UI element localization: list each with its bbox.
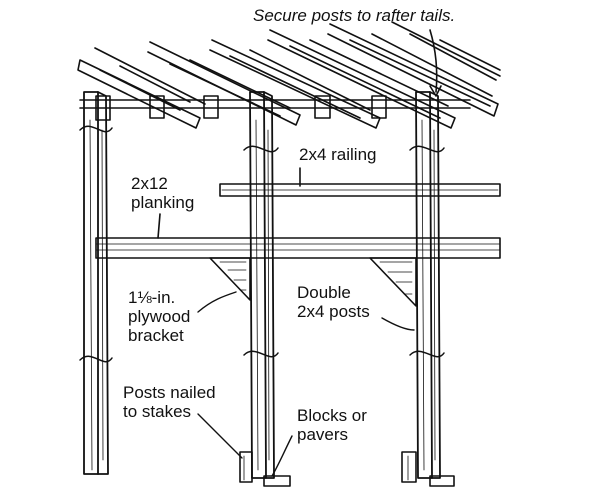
ground-pointers <box>197 413 293 477</box>
post-center <box>249 91 275 479</box>
post-ties <box>79 125 445 363</box>
blocks-label-line1: Blocks or <box>297 406 367 425</box>
railing-label: 2x4 railing <box>299 145 377 164</box>
bracket-label-line1: 1⅛-in. <box>128 288 176 307</box>
stakes <box>239 451 417 483</box>
stakes-label-line2: to stakes <box>123 402 192 421</box>
posts-label-line2: 2x4 posts <box>297 302 370 321</box>
bracket-label-line3: bracket <box>128 326 184 345</box>
planking <box>95 213 501 259</box>
posts-pointer <box>381 317 415 331</box>
post-right <box>415 91 441 479</box>
posts-label-line1: Double <box>297 283 351 302</box>
railing <box>219 167 501 197</box>
bracket-label-line2: plywood <box>128 307 191 326</box>
rafter-tails <box>77 21 501 129</box>
bracket-pointer <box>197 291 237 313</box>
planking-label-line2: planking <box>131 193 195 212</box>
rafter-tails-note: Secure posts to rafter tails. <box>253 6 456 25</box>
stakes-label-line1: Posts nailed <box>123 383 216 402</box>
post-left <box>83 91 109 475</box>
bracket-center <box>209 257 251 301</box>
bracket-right <box>369 257 417 307</box>
planking-label-line1: 2x12 <box>131 174 168 193</box>
pavers <box>263 475 455 487</box>
blocks-label-line2: pavers <box>297 425 349 444</box>
